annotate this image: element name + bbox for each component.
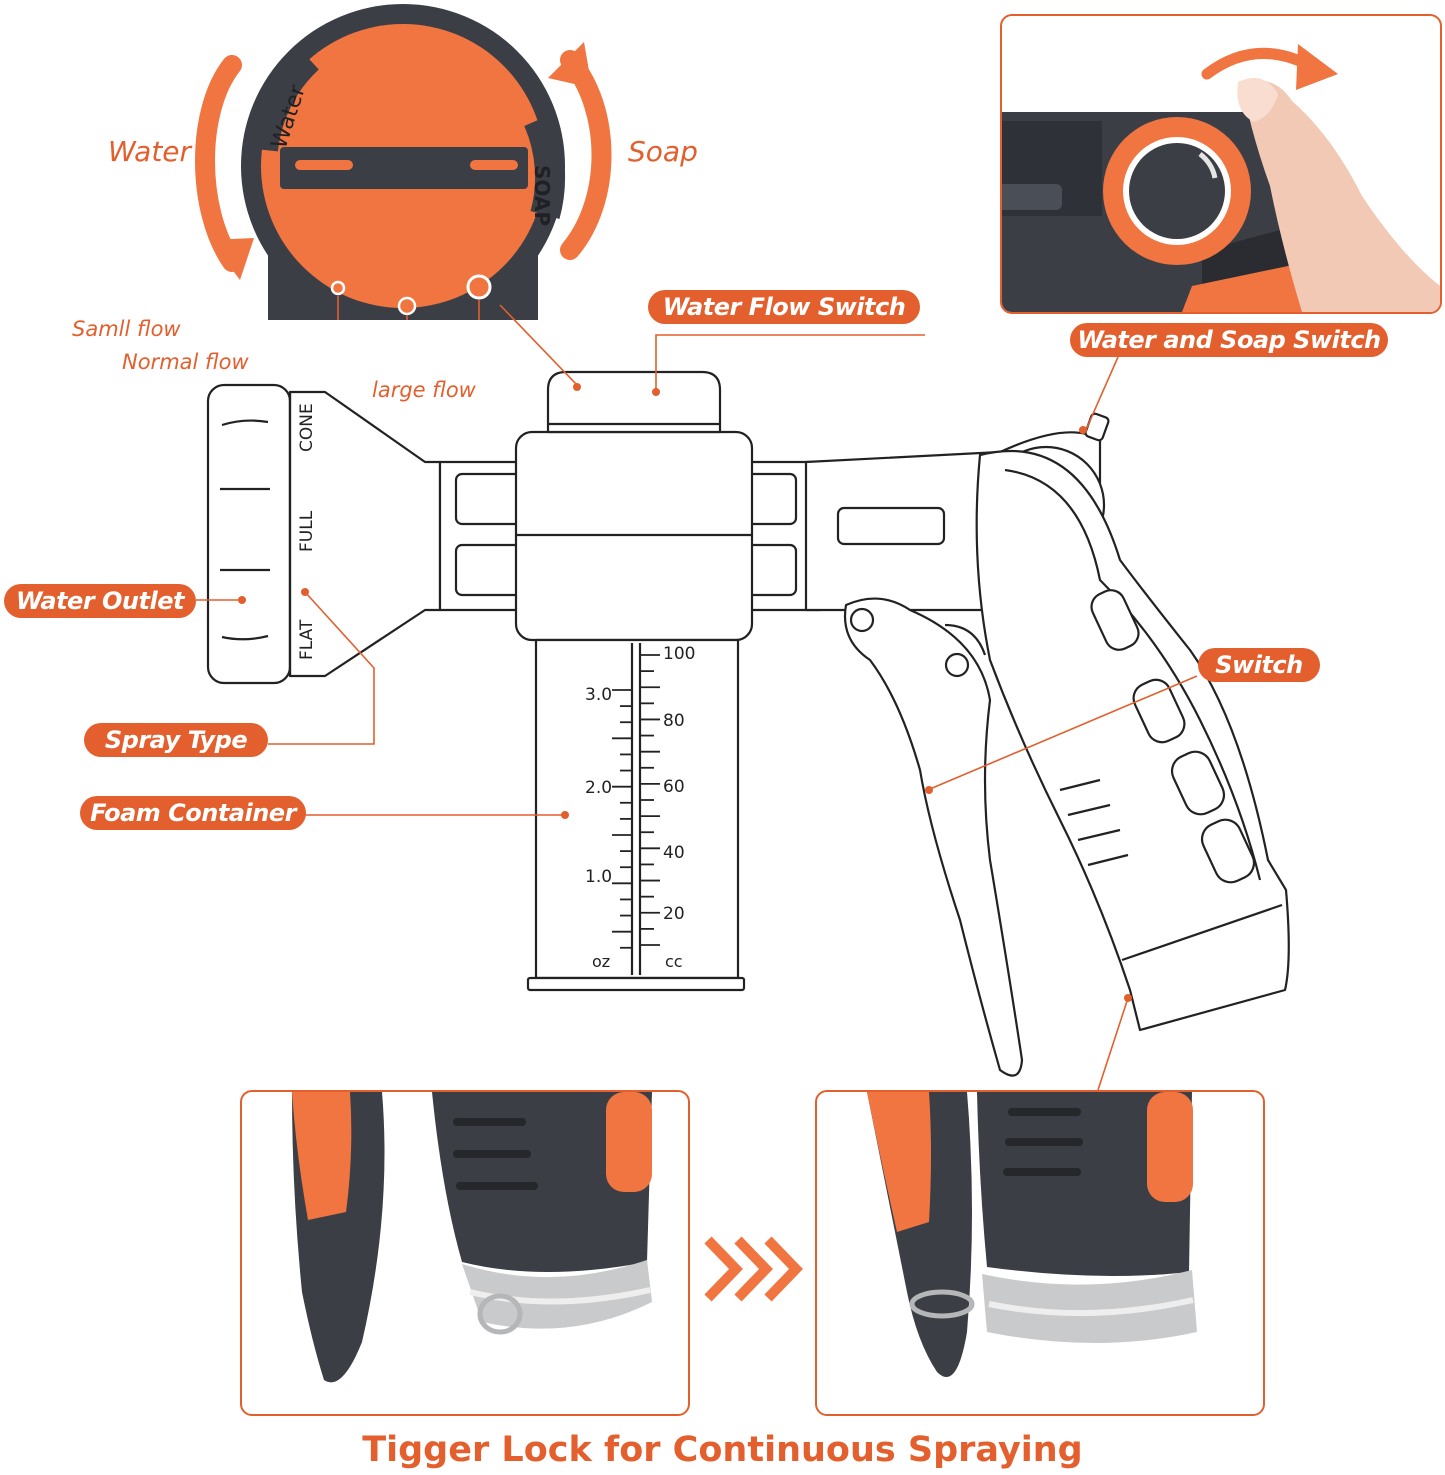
large-flow-label: large flow (372, 378, 476, 402)
trigger-unlocked-photo (240, 1090, 690, 1416)
rotate-arrow-icon (548, 42, 592, 88)
water-soap-switch-photo (1000, 14, 1442, 314)
small-flow-label: Samll flow (72, 317, 181, 341)
rotate-arrow-icon (1296, 44, 1338, 90)
callout-spray-type: Spray Type (84, 723, 268, 757)
normal-flow-label: Normal flow (122, 350, 249, 374)
oz-label: 3.0 (585, 685, 612, 705)
callout-water-outlet: Water Outlet (4, 584, 196, 618)
nozzle-mode-full: FULL (297, 510, 317, 552)
cc-label: 40 (663, 843, 685, 863)
grip-outline (975, 449, 1290, 1032)
callout-water-flow-switch: Water Flow Switch (648, 290, 920, 324)
nozzle-mode-flat: FLAT (297, 619, 317, 660)
nozzle-mode-cone: CONE (297, 403, 317, 452)
callout-switch: Switch (1198, 648, 1320, 682)
cc-label: 100 (663, 644, 695, 664)
sprayer-diagram: CONE FULL FLAT 3.0 2.0 1.0 oz 100 80 60 … (196, 304, 1290, 1090)
rotate-arrow-icon (210, 238, 254, 280)
small-flow-dot (330, 280, 346, 296)
oz-label: 1.0 (585, 867, 612, 887)
oz-label: 2.0 (585, 778, 612, 798)
trigger-outline (844, 597, 1024, 1077)
normal-flow-dot (397, 296, 417, 316)
large-flow-dot (466, 274, 492, 300)
dial-text-soap: SOAP (530, 165, 554, 226)
mode-dial-diagram: Water SOAP (195, 4, 612, 320)
callout-water-and-soap-switch: Water and Soap Switch (1070, 323, 1388, 357)
water-direction-label: Water (108, 135, 192, 168)
trigger-locked-photo (815, 1090, 1265, 1416)
cc-label: 20 (663, 904, 685, 924)
caption: Tigger Lock for Continuous Spraying (362, 1430, 1083, 1470)
callout-foam-container: Foam Container (80, 796, 306, 830)
foam-container (534, 638, 740, 980)
chevron-right-icon (704, 1236, 803, 1302)
oz-unit: oz (592, 952, 610, 971)
cc-label: 80 (663, 711, 685, 731)
cc-label: 60 (663, 777, 685, 797)
cc-unit: cc (665, 952, 683, 971)
soap-direction-label: Soap (628, 135, 698, 168)
